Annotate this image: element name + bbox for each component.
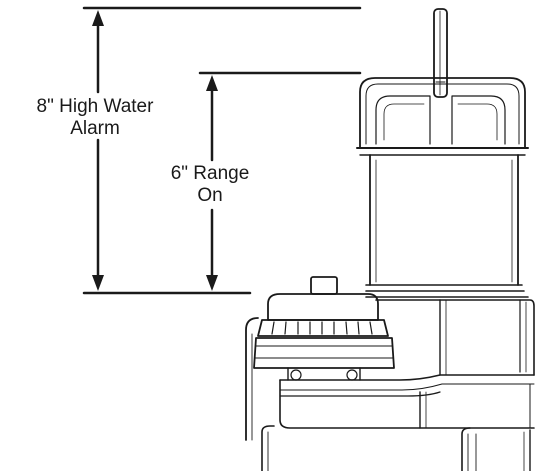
arrow-up-icon (206, 75, 218, 91)
high-water-alarm-label: 8" High Water Alarm (0, 96, 190, 140)
high-water-alarm-line1: 8" High Water (36, 96, 154, 117)
arrow-down-icon (92, 275, 104, 291)
float-switch (253, 276, 395, 381)
motor-cap (356, 77, 529, 156)
arrow-up-icon (92, 10, 104, 26)
motor-body (365, 154, 535, 376)
high-water-alarm-line2: Alarm (70, 118, 120, 139)
pump-handle (433, 8, 448, 98)
pump-base (245, 317, 535, 471)
alarm-dimension-arrow (92, 10, 104, 291)
dimension-lines (82, 6, 362, 295)
range-on-line1: 6" Range (170, 163, 250, 184)
range-dimension-arrow (206, 75, 218, 291)
arrow-down-icon (206, 275, 218, 291)
range-on-label: 6" Range On (140, 163, 280, 207)
range-on-line2: On (197, 185, 223, 206)
